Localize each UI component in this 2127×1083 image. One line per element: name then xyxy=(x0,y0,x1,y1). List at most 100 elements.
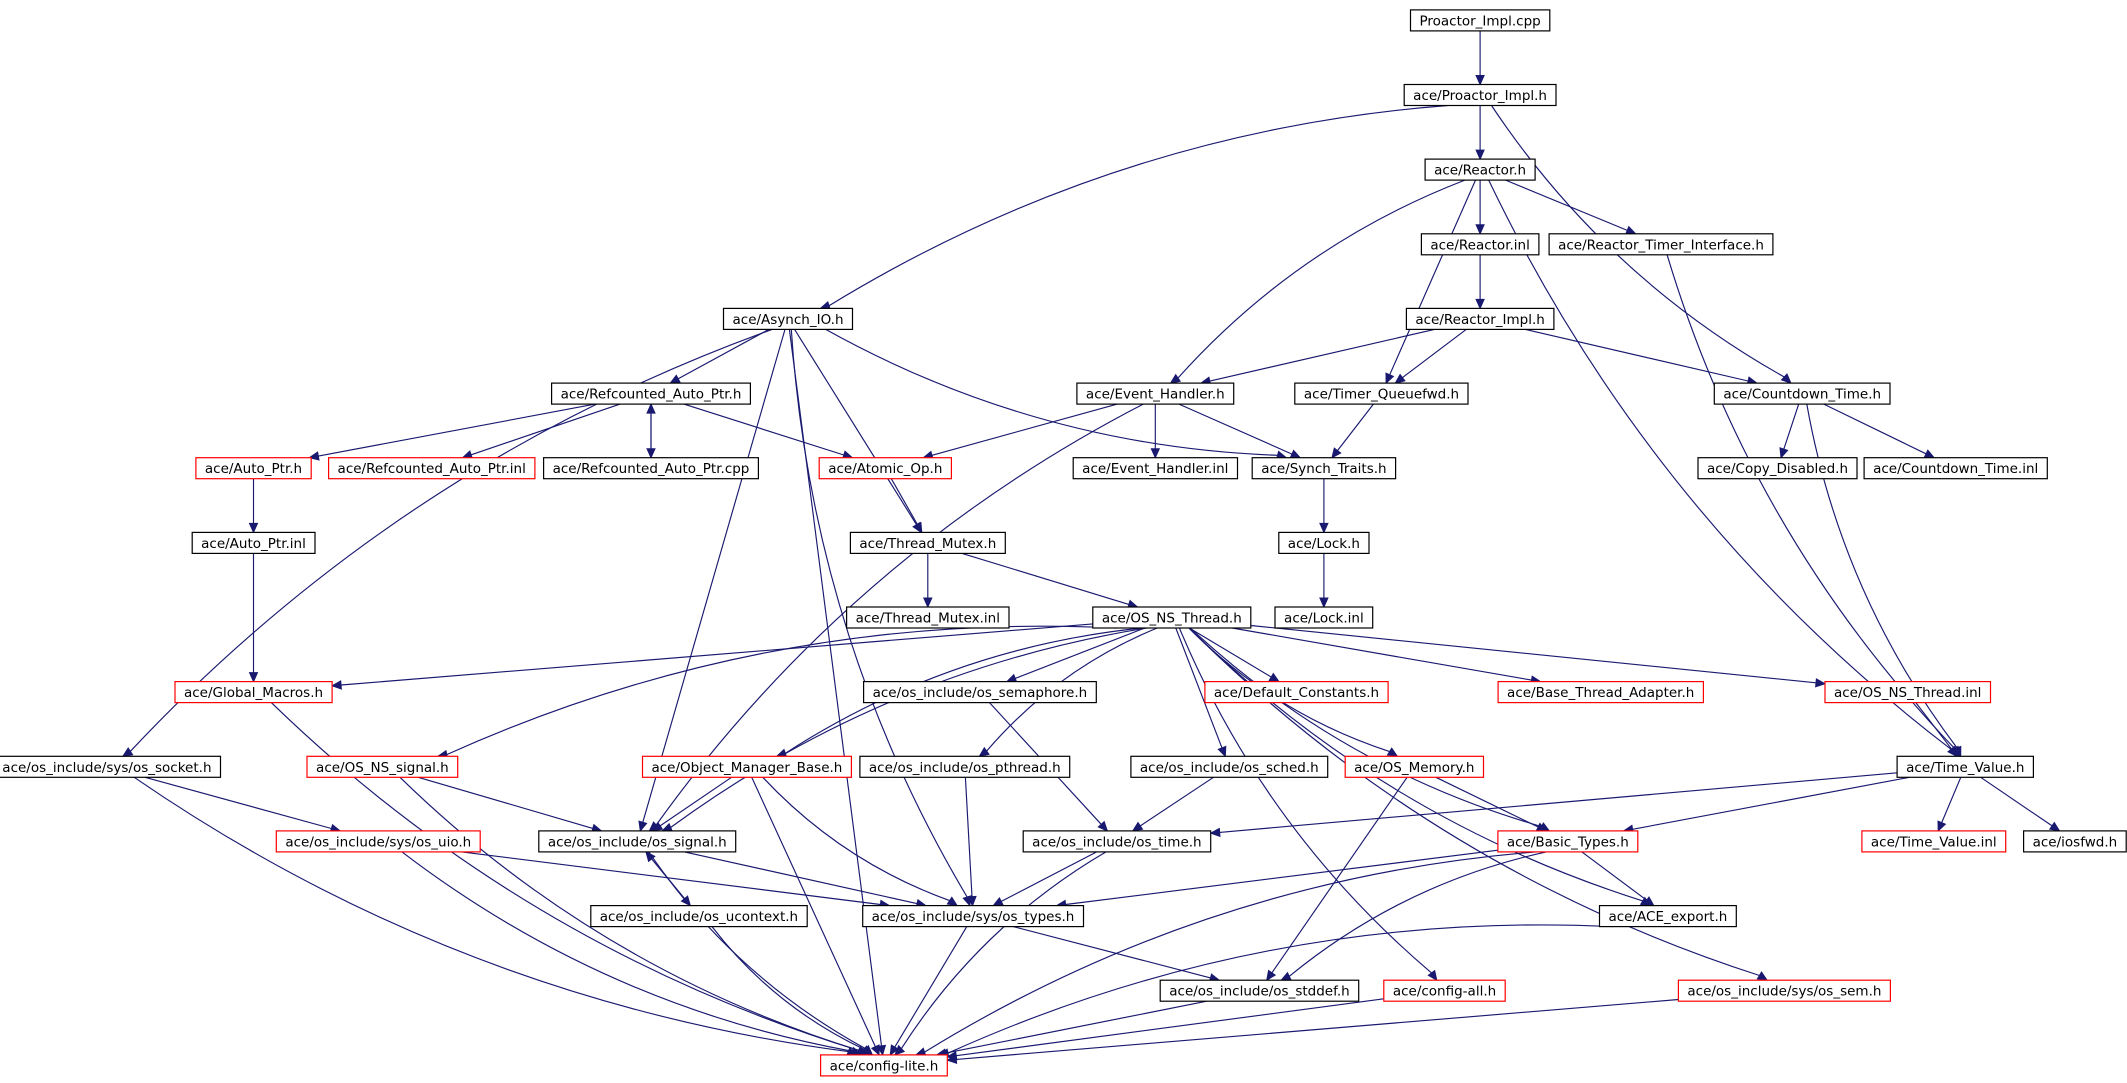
node-box xyxy=(1403,83,1557,107)
arrowhead xyxy=(669,374,681,384)
edge-line xyxy=(986,627,1158,752)
node-timer-queuefwd-h[interactable]: ace/Timer_Queuefwd.h xyxy=(1294,382,1469,405)
node-refcounted-auto-ptr-inl[interactable]: ace/Refcounted_Auto_Ptr.inl xyxy=(328,457,536,480)
node-default-constants-h[interactable]: ace/Default_Constants.h xyxy=(1204,680,1389,704)
arrowhead xyxy=(1756,971,1769,981)
node-copy-disabled-h[interactable]: ace/Copy_Disabled.h xyxy=(1697,457,1858,480)
edge-line xyxy=(711,926,865,1050)
edge-countdown-time-h-to-countdown-time-inl xyxy=(1823,403,1936,459)
node-box xyxy=(1072,457,1239,480)
node-reactor-impl-h[interactable]: ace/Reactor_Impl.h xyxy=(1405,307,1555,330)
node-os-memory-h[interactable]: ace/OS_Memory.h xyxy=(1344,755,1485,778)
node-os-pthread-h[interactable]: ace/os_include/os_pthread.h xyxy=(859,755,1071,778)
edge-atomic-op-h-to-thread-mutex-h xyxy=(890,478,923,534)
node-auto-ptr-inl[interactable]: ace/Auto_Ptr.inl xyxy=(191,531,316,555)
node-os-socket-h[interactable]: ace/os_include/sys/os_socket.h xyxy=(0,755,222,778)
arrowhead xyxy=(912,521,923,534)
arrowhead xyxy=(978,746,990,758)
node-countdown-time-inl[interactable]: ace/Countdown_Time.inl xyxy=(1863,457,2048,480)
node-lock-inl[interactable]: ace/Lock.inl xyxy=(1274,606,1374,629)
node-os-sem-h[interactable]: ace/os_include/sys/os_sem.h xyxy=(1677,979,1892,1002)
edge-line xyxy=(651,858,691,906)
node-global-macros-h[interactable]: ace/Global_Macros.h xyxy=(174,680,333,704)
arrowhead xyxy=(2048,821,2061,832)
node-box xyxy=(1022,830,1212,853)
node-thread-mutex-inl[interactable]: ace/Thread_Mutex.inl xyxy=(845,606,1010,629)
node-box xyxy=(1405,307,1555,330)
node-label: ace/os_include/sys/os_socket.h xyxy=(2,760,211,776)
edge-proactor-impl-h-to-asynch-io-h xyxy=(819,104,1448,311)
node-basic-types-h[interactable]: ace/Basic_Types.h xyxy=(1497,830,1639,853)
edge-line xyxy=(1581,851,1647,901)
edge-line xyxy=(684,851,918,905)
edge-line xyxy=(1219,772,1898,833)
arrowhead xyxy=(1779,447,1789,459)
node-config-lite-h[interactable]: ace/config-lite.h xyxy=(819,1054,948,1077)
arrowhead xyxy=(870,1044,880,1057)
arrowhead xyxy=(1319,597,1329,609)
edge-line xyxy=(1175,627,1223,749)
node-event-handler-h[interactable]: ace/Event_Handler.h xyxy=(1076,382,1235,405)
node-box xyxy=(849,531,1006,555)
arrowhead xyxy=(1265,969,1277,982)
node-atomic-op-h[interactable]: ace/Atomic_Op.h xyxy=(818,457,953,480)
edge-os-ns-thread-h-to-os-sched-h xyxy=(1175,627,1227,758)
node-os-ns-thread-h[interactable]: ace/OS_NS_Thread.h xyxy=(1092,606,1252,629)
edge-line xyxy=(961,552,1129,605)
node-box xyxy=(1383,979,1506,1002)
node-os-signal-h[interactable]: ace/os_include/os_signal.h xyxy=(538,830,737,853)
node-auto-ptr-h[interactable]: ace/Auto_Ptr.h xyxy=(195,457,312,480)
node-reactor-inl[interactable]: ace/Reactor.inl xyxy=(1420,233,1540,256)
edge-line xyxy=(945,1000,1207,1054)
node-synch-traits-h[interactable]: ace/Synch_Traits.h xyxy=(1251,457,1397,480)
node-event-handler-inl[interactable]: ace/Event_Handler.inl xyxy=(1072,457,1239,480)
node-label: ace/config-all.h xyxy=(1393,984,1496,1000)
node-label: ace/Lock.inl xyxy=(1284,611,1364,627)
node-time-value-h[interactable]: ace/Time_Value.h xyxy=(1896,755,2034,778)
edge-os-ns-thread-h-to-default-constants-h xyxy=(1189,627,1280,683)
arrowhead xyxy=(1427,969,1438,982)
node-os-ns-thread-inl[interactable]: ace/OS_NS_Thread.inl xyxy=(1824,680,1992,704)
node-refcounted-auto-ptr-h[interactable]: ace/Refcounted_Auto_Ptr.h xyxy=(550,382,751,405)
edge-proactor-impl-h-to-reactor-h xyxy=(1475,105,1485,161)
node-asynch-io-h[interactable]: ace/Asynch_IO.h xyxy=(722,307,854,330)
node-base-thread-adapter-h[interactable]: ace/Base_Thread_Adapter.h xyxy=(1497,680,1704,704)
edge-refcounted-auto-ptr-cpp-to-refcounted-auto-ptr-h xyxy=(646,402,656,458)
node-os-ns-signal-h[interactable]: ace/OS_NS_signal.h xyxy=(306,755,459,778)
node-refcounted-auto-ptr-cpp[interactable]: ace/Refcounted_Auto_Ptr.cpp xyxy=(542,457,759,480)
node-os-ucontext-h[interactable]: ace/os_include/os_ucontext.h xyxy=(590,904,808,928)
edge-time-value-h-to-basic-types-h xyxy=(1622,776,1910,834)
node-object-manager-base-h[interactable]: ace/Object_Manager_Base.h xyxy=(641,755,852,778)
node-label: ace/os_include/os_time.h xyxy=(1032,834,1201,850)
arrowhead xyxy=(1217,745,1227,758)
node-reactor-timer-interface-h[interactable]: ace/Reactor_Timer_Interface.h xyxy=(1548,233,1774,256)
node-os-sched-h[interactable]: ace/os_include/os_sched.h xyxy=(1130,755,1329,778)
arrowhead xyxy=(1643,896,1655,907)
node-os-semaphore-h[interactable]: ace/os_include/os_semaphore.h xyxy=(862,680,1097,704)
edge-line xyxy=(133,776,849,1053)
node-proactor-impl-h[interactable]: ace/Proactor_Impl.h xyxy=(1403,83,1557,107)
node-proactor-impl-cpp[interactable]: Proactor_Impl.cpp xyxy=(1409,9,1551,32)
node-os-types-h[interactable]: ace/os_include/sys/os_types.h xyxy=(862,904,1085,928)
edge-line xyxy=(648,851,866,1050)
node-config-all-h[interactable]: ace/config-all.h xyxy=(1383,979,1506,1002)
edge-line xyxy=(655,403,1144,826)
node-os-uio-h[interactable]: ace/os_include/sys/os_uio.h xyxy=(275,830,481,853)
node-reactor-h[interactable]: ace/Reactor.h xyxy=(1424,158,1536,181)
node-lock-h[interactable]: ace/Lock.h xyxy=(1278,531,1370,555)
node-thread-mutex-h[interactable]: ace/Thread_Mutex.h xyxy=(849,531,1006,555)
node-label: ace/os_include/os_ucontext.h xyxy=(600,909,798,925)
node-box xyxy=(1130,755,1329,778)
edge-asynch-io-h-to-os-signal-h xyxy=(638,329,786,833)
node-os-stddef-h[interactable]: ace/os_include/os_stddef.h xyxy=(1159,979,1360,1002)
node-label: ace/OS_NS_Thread.h xyxy=(1102,611,1242,627)
node-iosfwd-h[interactable]: ace/iosfwd.h xyxy=(2022,830,2127,853)
edge-line xyxy=(129,328,773,752)
node-os-time-h[interactable]: ace/os_include/os_time.h xyxy=(1022,830,1212,853)
node-countdown-time-h[interactable]: ace/Countdown_Time.h xyxy=(1713,382,1891,405)
edge-os-stddef-h-to-config-lite-h xyxy=(935,1000,1207,1058)
edge-line xyxy=(683,403,844,456)
node-ace-export-h[interactable]: ace/ACE_export.h xyxy=(1598,904,1737,928)
edge-line xyxy=(1250,624,1817,684)
node-time-value-inl[interactable]: ace/Time_Value.inl xyxy=(1861,830,2007,853)
